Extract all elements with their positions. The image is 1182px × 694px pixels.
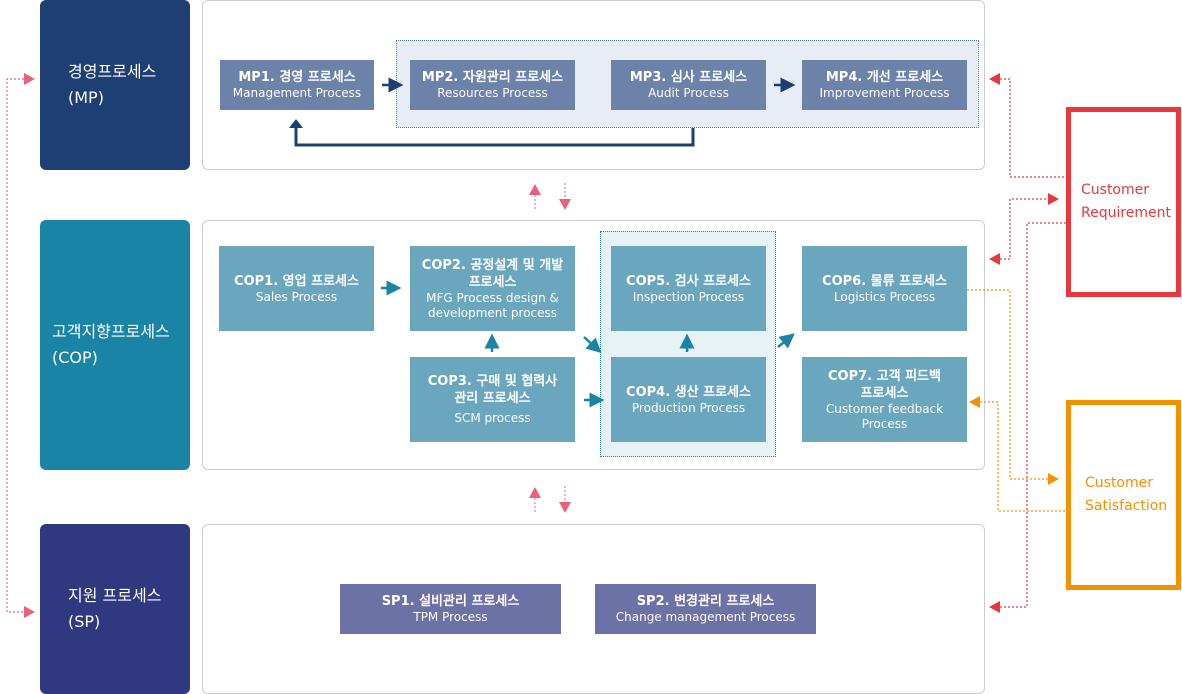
sp-category: 지원 프로세스 (SP) [40,524,190,694]
cop5-inspection-box[interactable]: COP5. 검사 프로세스 Inspection Process [611,246,766,331]
mp4-title: MP4. 개선 프로세스 [825,70,944,85]
mp-category: 경영프로세스 (MP) [40,0,190,170]
cop-category-code: (COP) [52,348,98,367]
cop4-title: COP4. 생산 프로세스 [626,384,751,400]
cop2-title-line1: COP2. 공정설계 및 개발 [421,257,564,273]
mp2-title: MP2. 자원관리 프로세스 [421,70,564,85]
cop-category-name: 고객지향프로세스 [52,322,170,341]
cop3-subtitle: SCM process [454,411,531,425]
cop7-title-line1: COP7. 고객 피드백 [828,368,941,384]
sp2-title: SP2. 변경관리 프로세스 [636,594,775,609]
cop7-title-line2: 프로세스 [860,385,909,401]
mp1-subtitle: Management Process [232,86,362,100]
cop2-subtitle-line1: MFG Process design & [426,290,559,305]
cop2-design-box[interactable]: COP2. 공정설계 및 개발 프로세스 MFG Process design … [410,246,575,331]
cop1-sales-box[interactable]: COP1. 영업 프로세스 Sales Process [219,246,374,331]
customer-requirement-line2: Requirement [1081,205,1172,221]
cop7-feedback-box[interactable]: COP7. 고객 피드백 프로세스 Customer feedback Proc… [802,357,967,442]
cop2-title-line2: 프로세스 [468,274,517,290]
cop1-title: COP1. 영업 프로세스 [234,273,359,289]
cop-category: 고객지향프로세스 (COP) [40,220,190,470]
cop6-subtitle: Logistics Process [833,289,936,304]
mp1-management-box[interactable]: MP1. 경영 프로세스 Management Process [220,60,374,110]
sp-panel [202,524,985,694]
customer-satisfaction-box: Customer Satisfaction [1066,400,1181,590]
cop3-scm-box[interactable]: COP3. 구매 및 협력사 관리 프로세스 SCM process [410,357,575,442]
mp4-subtitle: Improvement Process [819,86,950,100]
cop3-title-line2: 관리 프로세스 [454,391,531,406]
customer-requirement-box: Customer Requirement [1066,107,1181,297]
mp3-audit-box[interactable]: MP3. 심사 프로세스 Audit Process [611,60,766,110]
cop6-logistics-box[interactable]: COP6. 물류 프로세스 Logistics Process [802,246,967,331]
customer-satisfaction-line2: Satisfaction [1085,498,1168,514]
cop4-subtitle: Production Process [631,400,746,415]
cop2-subtitle-line2: development process [427,305,558,320]
mp2-resources-box[interactable]: MP2. 자원관리 프로세스 Resources Process [410,60,575,110]
mp3-subtitle: Audit Process [648,86,729,100]
mp-sp-link [6,73,35,618]
mp3-title: MP3. 심사 프로세스 [629,70,748,85]
mp2-subtitle: Resources Process [437,86,548,100]
mp1-title: MP1. 경영 프로세스 [238,70,356,85]
inter-level-arrows [529,183,571,513]
cop7-subtitle-line2: Process [861,416,908,431]
cop-flow-arrows [381,280,795,408]
customer-satisfaction-line1: Customer [1085,475,1154,491]
cop5-title: COP5. 검사 프로세스 [626,273,751,289]
sp-category-name: 지원 프로세스 [68,586,162,605]
mp4-improvement-box[interactable]: MP4. 개선 프로세스 Improvement Process [802,60,967,110]
mp-category-name: 경영프로세스 [68,62,157,81]
sp-category-code: (SP) [68,612,101,631]
sp1-tpm-box[interactable]: SP1. 설비관리 프로세스 TPM Process [340,584,561,634]
cop1-subtitle: Sales Process [255,289,338,304]
sp2-subtitle: Change management Process [615,610,796,624]
cop6-title: COP6. 물류 프로세스 [822,273,947,289]
customer-satisfaction-links [967,289,1066,512]
customer-requirement-line1: Customer [1081,182,1150,198]
cop7-subtitle-line1: Customer feedback [825,401,944,416]
cop3-title-line1: COP3. 구매 및 협력사 [427,374,558,389]
cop5-subtitle: Inspection Process [632,289,745,304]
customer-requirement-links [989,73,1066,613]
mp-category-code: (MP) [68,88,104,107]
sp1-title: SP1. 설비관리 프로세스 [381,594,520,609]
sp1-subtitle: TPM Process [413,610,488,624]
cop4-production-box[interactable]: COP4. 생산 프로세스 Production Process [611,357,766,442]
sp2-change-box[interactable]: SP2. 변경관리 프로세스 Change management Process [595,584,816,634]
mp-flow-arrows [289,77,796,147]
